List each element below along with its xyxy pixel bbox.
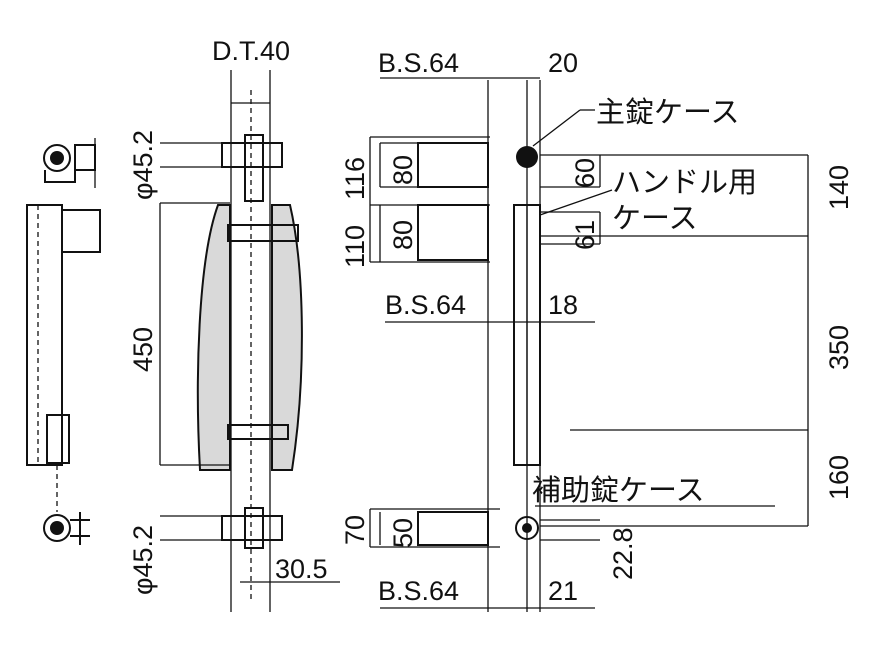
bottom-knob-center — [50, 521, 64, 535]
dim-backset-top: B.S.64 — [378, 48, 459, 78]
dim-case-61: 61 — [570, 220, 600, 250]
main-lock-leader — [532, 109, 581, 147]
bottom-knob-body — [70, 512, 90, 545]
dim-offset-30-5: 30.5 — [275, 554, 328, 584]
dim-handle-length: 450 — [128, 327, 158, 372]
dim-bottom-21: 21 — [548, 576, 578, 606]
handle-case-box — [417, 204, 489, 261]
side-handle-mount — [61, 209, 101, 253]
dim-right-160: 160 — [824, 455, 854, 500]
aux-case-box — [417, 511, 489, 546]
dim-case-110: 110 — [340, 225, 370, 268]
dim-right-140: 140 — [824, 165, 854, 210]
dim-case-60: 60 — [570, 158, 600, 188]
top-knob-body — [44, 144, 96, 183]
side-view — [26, 138, 101, 545]
dim-case-50: 50 — [388, 518, 418, 548]
label-handle-case-line1: ハンドル用 — [612, 167, 757, 199]
dim-backset-mid: B.S.64 — [385, 290, 466, 320]
top-knob-outline — [43, 144, 71, 172]
top-knob-center — [50, 151, 64, 165]
main-case-box — [417, 142, 489, 188]
dim-door-thickness: D.T.40 — [212, 36, 290, 66]
aux-lock-cylinder — [515, 516, 539, 540]
dim-case-80-top: 80 — [388, 155, 418, 185]
aux-lock-center — [522, 523, 532, 533]
bottom-fixing — [221, 515, 283, 541]
dim-case-80-mid: 80 — [388, 220, 418, 250]
dim-mid-18: 18 — [548, 290, 578, 320]
dim-backset-bottom: B.S.64 — [378, 576, 459, 606]
front-view — [159, 70, 340, 612]
bottom-spindle — [244, 507, 264, 549]
top-spindle — [244, 134, 264, 202]
dim-case-116: 116 — [340, 157, 370, 200]
side-handle-bar — [26, 204, 63, 466]
dim-top-diameter: φ45.2 — [128, 130, 158, 200]
label-handle-case-line2: ケース — [612, 203, 698, 235]
dim-case-22-8: 22.8 — [608, 527, 638, 580]
label-main-lock-case: 主錠ケース — [596, 96, 740, 129]
handle-grip-right — [271, 204, 303, 471]
dim-case-70: 70 — [340, 515, 370, 545]
dim-right-350: 350 — [824, 325, 854, 370]
handle-case-leader — [539, 189, 613, 216]
bottom-knob-outline — [43, 514, 71, 542]
dim-bottom-diameter: φ45.2 — [128, 525, 158, 595]
dim-top-20: 20 — [548, 48, 578, 78]
label-aux-lock-case: 補助錠ケース — [532, 474, 705, 507]
top-fixing — [221, 142, 283, 168]
side-handle-foot — [46, 414, 70, 464]
edge-view — [369, 77, 809, 612]
handle-lower-bracket — [227, 424, 289, 440]
handle-upper-bracket — [227, 224, 299, 242]
main-lock-cylinder — [516, 146, 538, 168]
handle-grip-left — [196, 204, 231, 471]
